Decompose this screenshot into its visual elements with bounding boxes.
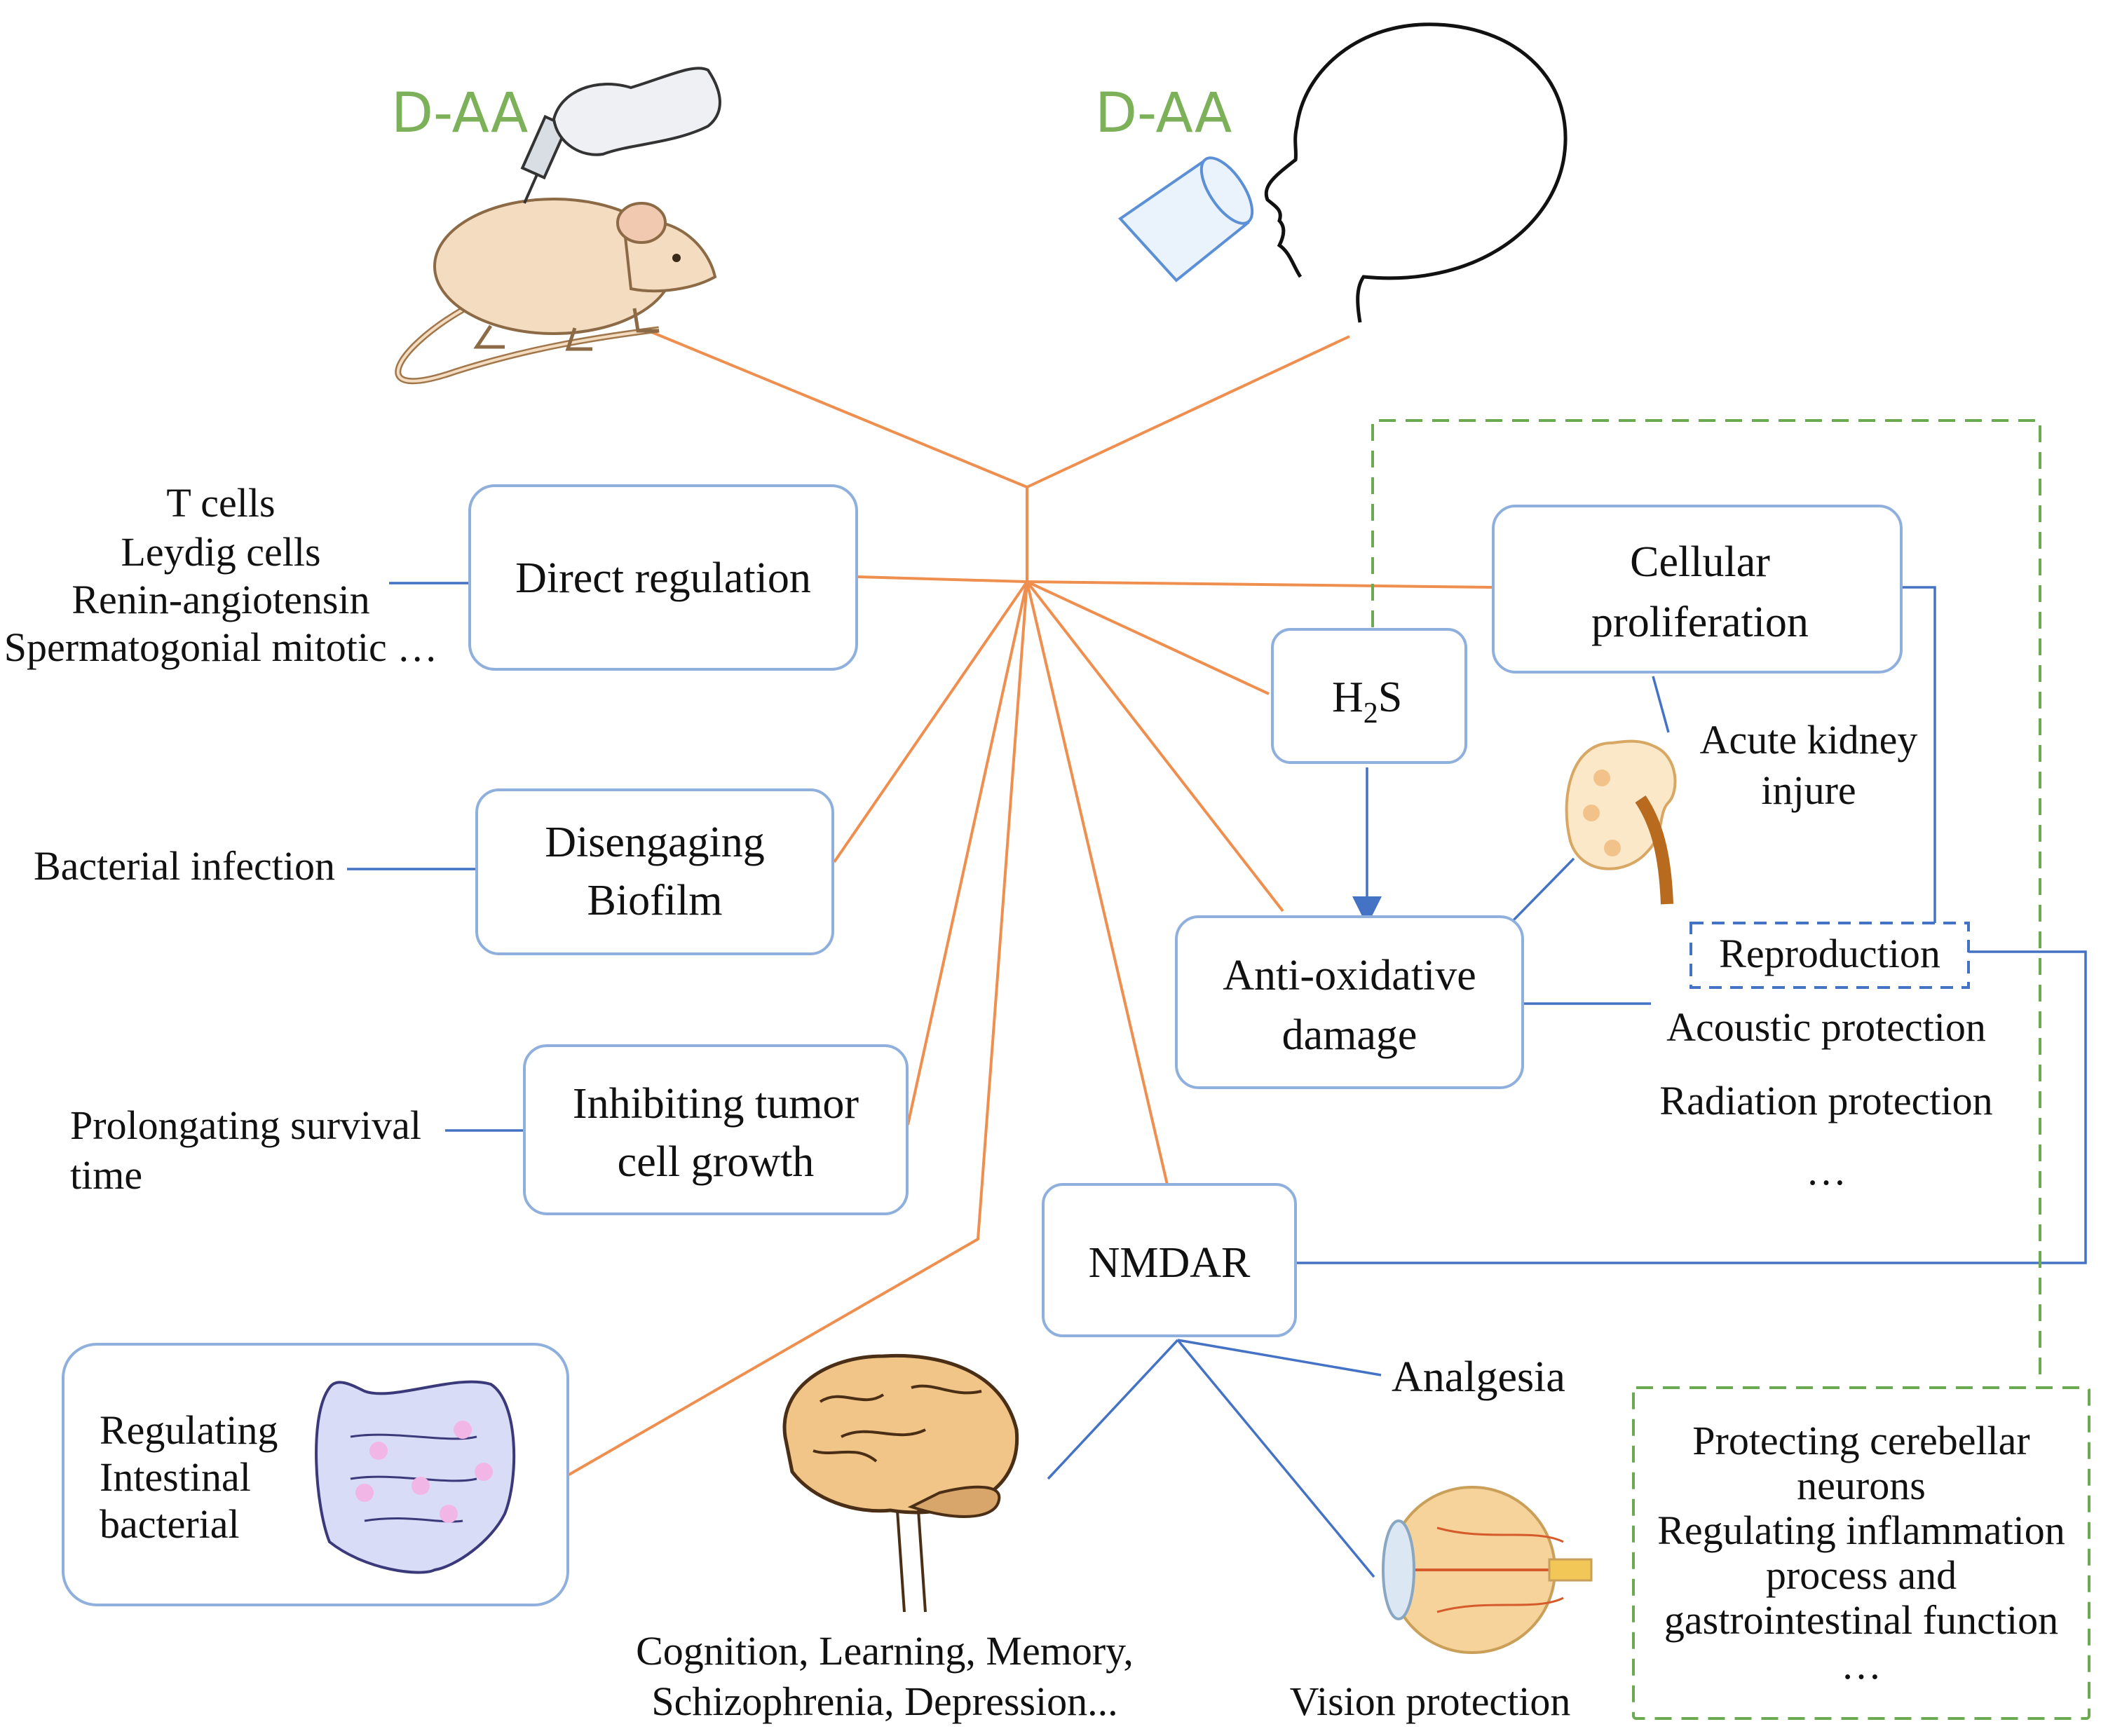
direct-regulation-box — [468, 484, 858, 671]
reproduction-title: Reproduction — [1719, 931, 1940, 976]
brain-icon — [782, 1353, 1019, 1613]
analgesia-label: Analgesia — [1392, 1353, 1565, 1401]
green-line4: process and — [1766, 1552, 1957, 1598]
green-box-text: Protecting cerebellar neurons Regulating… — [1657, 1418, 2065, 1688]
kidney-icon — [1565, 739, 1677, 905]
leydig-cells-label: Leydig cells — [121, 529, 320, 575]
green-line2: neurons — [1797, 1463, 1926, 1508]
hub-to-cellular-line — [1026, 580, 1494, 589]
vision-protection-label: Vision protection — [1290, 1679, 1571, 1724]
cellular-proliferation-box — [1492, 505, 1903, 674]
h2s-to-green-box-line — [1371, 419, 2041, 1384]
nmdar-to-reproduction-line — [1297, 950, 2087, 1264]
biofilm-title-line1: Disengaging — [545, 819, 764, 866]
human-daa-label: D-AA — [1095, 82, 1232, 145]
cellular-title-line1: Cellular — [1630, 538, 1770, 586]
nmdar-to-eye-line — [1176, 1339, 1375, 1578]
box-titles: Direct regulation Disengaging Biofilm In… — [515, 538, 1940, 1287]
biofilm-box — [475, 788, 834, 955]
green-line6: … — [1841, 1642, 1882, 1688]
green-dashed — [1371, 419, 2090, 1720]
biofilm-title-line2: Biofilm — [587, 877, 723, 924]
intestinal-box-text: Regulating Intestinal bacterial — [100, 1407, 278, 1547]
intestinal-line3: bacterial — [100, 1501, 240, 1547]
green-line3: Regulating inflammation — [1657, 1508, 2065, 1553]
nmdar-title: NMDAR — [1089, 1239, 1251, 1287]
spermatogonial-label: Spermatogonial mitotic … — [4, 624, 438, 670]
direct-regulation-title: Direct regulation — [515, 554, 811, 602]
bottom-labels: Cognition, Learning, Memory, Schizophren… — [636, 1628, 1570, 1724]
mouse-daa-label: D-AA — [391, 82, 528, 145]
kidney-label-line2: injure — [1761, 767, 1856, 813]
t-cells-label: T cells — [166, 480, 275, 526]
human-to-hub-line — [1026, 335, 1350, 488]
hub-to-nmdar-line — [1026, 581, 1169, 1185]
renin-angiotensin-label: Renin-angiotensin — [72, 577, 369, 622]
h2s-box — [1271, 628, 1467, 764]
tumor-title-line2: cell growth — [618, 1138, 815, 1186]
mouse-to-hub-line — [644, 328, 1028, 488]
h2s-title: H2S — [1332, 674, 1402, 730]
intestinal-line1: Regulating — [100, 1407, 278, 1453]
glove-icon — [552, 67, 721, 156]
antiox-title-line2: damage — [1282, 1011, 1417, 1059]
mouse-illustration — [395, 198, 717, 385]
hub-to-biofilm-line — [833, 580, 1028, 863]
reproduction-box — [1689, 922, 1970, 989]
right-labels: Acute kidney injure Acoustic protection … — [1659, 717, 1992, 1194]
hub-to-antiox-line — [1026, 580, 1284, 913]
green-line5: gastrointestinal function — [1664, 1597, 2058, 1643]
antiox-to-kidney-line — [1509, 857, 1575, 924]
green-line1: Protecting cerebellar — [1692, 1418, 2029, 1463]
brain-label-line2: Schizophrenia, Depression... — [651, 1679, 1117, 1724]
nmdar-to-analgesia-line — [1177, 1339, 1382, 1376]
hub-to-tumor-line — [906, 581, 1028, 1126]
left-direct-labels: T cells Leydig cells Renin-angiotensin S… — [4, 480, 438, 670]
antiox-title-line1: Anti-oxidative — [1223, 952, 1476, 999]
antioxidative-box — [1175, 915, 1524, 1089]
radiation-protection-label: Radiation protection — [1659, 1078, 1992, 1123]
orange-connectors — [567, 328, 1494, 1477]
hub-to-h2s-line — [1026, 580, 1270, 695]
brain-label-line1: Cognition, Learning, Memory, — [636, 1628, 1134, 1674]
survival-label-line2: time — [70, 1152, 142, 1198]
tumor-box — [523, 1044, 909, 1215]
green-effects-box — [1632, 1386, 2090, 1720]
tumor-title-line1: Inhibiting tumor — [573, 1080, 859, 1128]
human-head-illustration — [1264, 22, 1568, 323]
bacterial-infection-label: Bacterial infection — [34, 843, 335, 889]
eye-icon — [1382, 1486, 1593, 1654]
blue-connectors — [347, 582, 2087, 1578]
kidney-label-line1: Acute kidney — [1700, 717, 1918, 763]
cellular-title-line2: proliferation — [1591, 599, 1809, 646]
acoustic-protection-label: Acoustic protection — [1666, 1004, 1986, 1050]
cup-icon — [1117, 156, 1254, 282]
intestinal-line2: Intestinal — [100, 1454, 251, 1500]
hub-to-intestinal-line — [567, 581, 1028, 1477]
nmdar-to-brain-line — [1047, 1339, 1179, 1480]
intestine-icon — [315, 1380, 516, 1574]
cellular-to-kidney-line — [1652, 676, 1670, 733]
survival-label-line1: Prolongating survival — [70, 1102, 421, 1148]
nmdar-box — [1042, 1183, 1297, 1337]
protection-ellipsis: … — [1806, 1148, 1847, 1194]
hub-to-direct-line — [856, 575, 1028, 583]
cellular-to-reproduction-line — [1901, 586, 1936, 924]
